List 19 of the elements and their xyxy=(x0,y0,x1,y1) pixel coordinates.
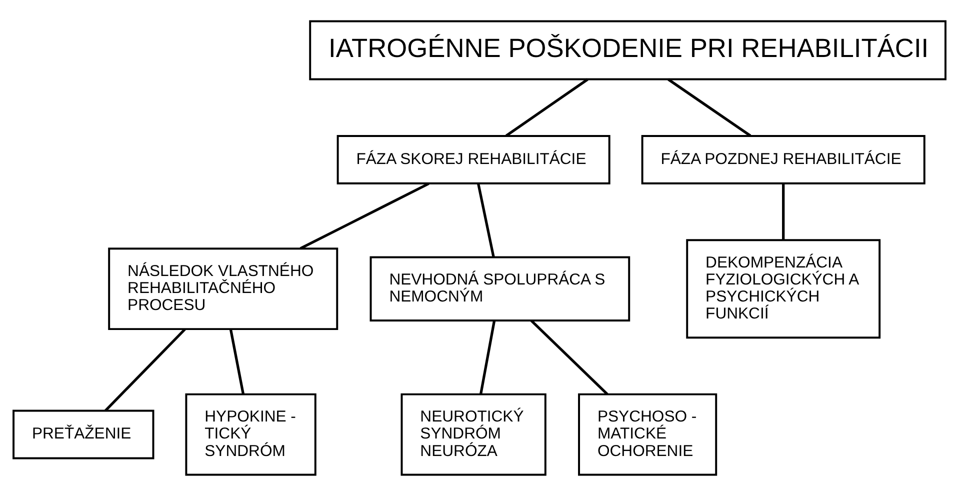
node-box: FÁZA POZDNEJ REHABILITÁCIE xyxy=(641,134,926,184)
connector xyxy=(530,319,608,395)
connector xyxy=(479,320,496,394)
connector xyxy=(668,78,752,136)
node-box: NEUROTICKÝ SYNDRÓM NEURÓZA xyxy=(400,392,546,476)
connector xyxy=(104,328,186,412)
node-box: DEKOMPENZÁCIA FYZIOLOGICKÝCH A PSYCHICKÝCH FUNKCIÍ xyxy=(686,238,881,338)
node-box: NEVHODNÁ SPOLUPRÁCA S NEMOCNÝM xyxy=(370,256,630,321)
node-box: IATROGÉNNE POŠKODENIE PRI REHABILITÁCII xyxy=(309,20,946,80)
node-box: NÁSLEDOK VLASTNÉHO REHABILITAČNÉHO PROCESU xyxy=(108,247,338,330)
node-box: FÁZA SKOREJ REHABILITÁCIE xyxy=(336,134,610,184)
connector xyxy=(229,328,245,394)
connector xyxy=(782,183,785,240)
node-box: PSYCHOSO - MATICKÉ OCHORENIE xyxy=(578,392,718,476)
connector xyxy=(300,182,430,250)
node-box: PREŤAŽENIE xyxy=(12,409,154,459)
connector xyxy=(505,78,588,136)
connector xyxy=(477,182,495,257)
node-box: HYPOKINE - TICKÝ SYNDRÓM xyxy=(185,392,316,476)
